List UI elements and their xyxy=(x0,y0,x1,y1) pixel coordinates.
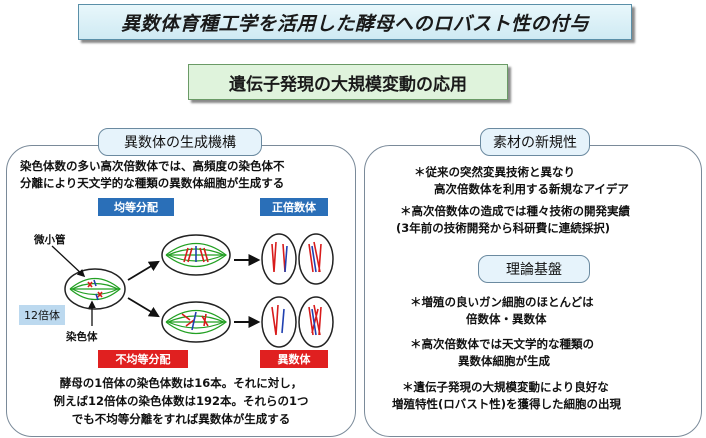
right-panel-header: 素材の新規性 xyxy=(480,128,590,156)
subtitle-box: 遺伝子発現の大規模変動の応用 xyxy=(188,64,508,100)
theory-3-line-2: 増殖特性(ロバスト性)を獲得した細胞の出現 xyxy=(392,397,622,411)
label-ploidy: 12倍体 xyxy=(19,305,65,325)
label-unequal-division: 不均等分配 xyxy=(98,350,188,368)
footer-line-1: 酵母の1倍体の染色体数は16本。それに対し， xyxy=(59,376,303,390)
footer-line-2: 例えば12倍体の染色体数は192本。それらの1つ xyxy=(53,394,309,408)
theory-1-line-2: 倍数体・異数体 xyxy=(466,312,547,326)
intro-line-2: 分離により天文学的な種類の異数体細胞が生成する xyxy=(20,176,285,190)
label-aneuploid: 異数体 xyxy=(260,350,328,368)
arrow-to-equal xyxy=(127,260,160,281)
theory-3-line-1: ＊遺伝子発現の大規模変動により良好な xyxy=(402,380,609,394)
label-euploid: 正倍数体 xyxy=(260,198,328,216)
novelty-2-line-1: ＊高次倍数体の造成では種々技術の開発実績 xyxy=(400,204,630,218)
theory-1-line-1: ＊増殖の良いガン細胞のほとんどは xyxy=(410,295,594,309)
left-panel-header: 異数体の生成機構 xyxy=(98,128,262,156)
aneuploid-daughter-cells xyxy=(261,296,334,348)
left-panel xyxy=(6,145,356,437)
intro-line-1: 染色体数の多い高次倍数体では、高頻度の染色体不 xyxy=(20,159,285,173)
unequal-dividing-cell xyxy=(161,301,231,343)
novelty-2-line-2: (3年前の技術開発から科研費に連続採択) xyxy=(396,221,611,235)
novelty-1-line-1: ＊従来の突然変異技術と異なり xyxy=(414,165,575,179)
theory-2-line-1: ＊高次倍数体では天文学的な種類の xyxy=(410,337,594,351)
microtubule-pointer xyxy=(51,245,86,278)
right-panel xyxy=(364,145,702,437)
parent-cell xyxy=(64,268,126,310)
arrow-to-unequal xyxy=(127,297,160,318)
page-title-text: 異数体育種工学を活用した酵母へのロバスト性の付与 xyxy=(120,12,589,35)
novelty-1-line-2: 高次倍数体を利用する新規なアイデア xyxy=(434,182,629,196)
label-microtubule: 微小管 xyxy=(34,234,66,246)
equal-dividing-cell xyxy=(161,234,231,276)
theory-header: 理論基盤 xyxy=(478,255,590,283)
theory-2-line-2: 異数体細胞が生成 xyxy=(458,354,550,368)
label-equal-division: 均等分配 xyxy=(98,198,174,216)
footer-line-3: でも不均等分離をすれば異数体が生成する xyxy=(71,412,291,426)
page-title: 異数体育種工学を活用した酵母へのロバスト性の付与 xyxy=(78,4,632,40)
euploid-daughter-cells xyxy=(261,233,334,285)
subtitle-text: 遺伝子発現の大規模変動の応用 xyxy=(229,74,467,95)
label-chromosome: 染色体 xyxy=(66,331,98,343)
